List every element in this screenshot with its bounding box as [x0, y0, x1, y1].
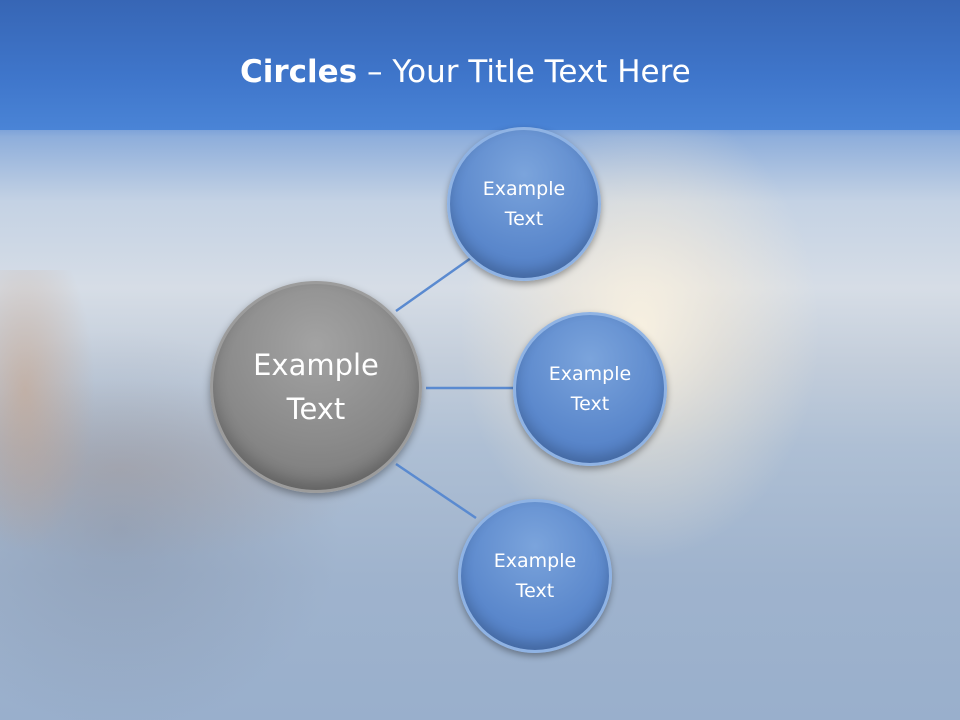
node-circle-3[interactable]: Example Text: [458, 499, 612, 653]
header-band: [0, 0, 960, 130]
slide-title: Circles – Your Title Text Here: [240, 54, 940, 100]
node-1-line-2: Text: [504, 208, 544, 230]
center-line-1: Example: [253, 348, 379, 382]
node-1-line-1: Example: [482, 178, 566, 200]
node-1-text: Example Text: [483, 174, 565, 234]
title-rest: – Your Title Text Here: [357, 54, 691, 90]
node-2-text: Example Text: [549, 359, 631, 419]
center-circle[interactable]: Example Text: [210, 281, 422, 493]
node-circle-2[interactable]: Example Text: [513, 312, 667, 466]
node-3-text: Example Text: [494, 546, 576, 606]
node-3-line-1: Example: [493, 550, 577, 572]
connector-to-node-3: [395, 462, 477, 520]
center-circle-text: Example Text: [253, 343, 379, 431]
title-bold: Circles: [240, 54, 358, 90]
node-3-line-2: Text: [515, 580, 555, 602]
node-2-line-1: Example: [548, 363, 632, 385]
connector-to-node-1: [395, 256, 472, 313]
node-circle-1[interactable]: Example Text: [447, 127, 601, 281]
node-2-line-2: Text: [570, 393, 610, 415]
center-line-2: Text: [286, 392, 346, 426]
